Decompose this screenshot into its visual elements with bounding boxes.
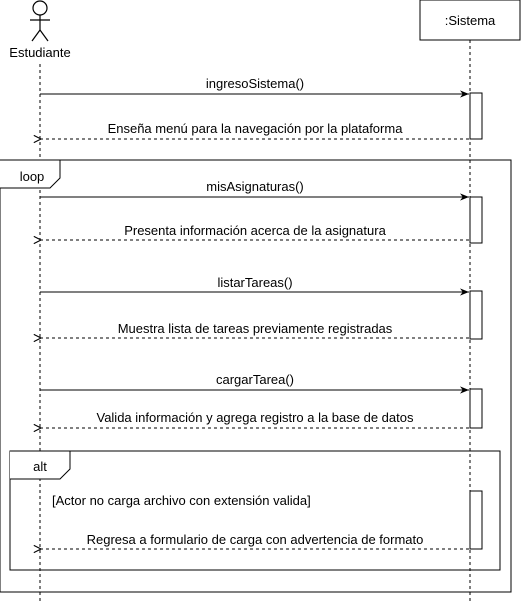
activation-bar (469, 196, 483, 244)
message-label: listarTareas() (217, 275, 292, 290)
loop-fragment (0, 159, 512, 593)
activation-bar (469, 388, 483, 429)
message-label: misAsignaturas() (206, 179, 304, 194)
message-label: cargarTarea() (216, 372, 294, 387)
return-label: Valida información y agrega registro a l… (96, 410, 414, 425)
alt-fragment (9, 450, 501, 571)
alt-fragment-tab (10, 450, 71, 480)
student-actor-icon (30, 0, 50, 42)
message-label: ingresoSistema() (206, 76, 304, 91)
alt-guard-text: [Actor no carga archivo con extensión va… (52, 493, 311, 508)
system-participant-box (419, 0, 521, 41)
return-label: Regresa a formulario de carga con advert… (87, 532, 424, 547)
return-label: Muestra lista de tareas previamente regi… (118, 321, 393, 336)
activation-bar (469, 490, 483, 550)
return-label: Presenta información acerca de la asigna… (124, 223, 386, 238)
return-label: Enseña menú para la navegación por la pl… (108, 121, 404, 136)
activation-bar (469, 290, 483, 340)
system-participant-label: :Sistema (445, 13, 496, 28)
loop-fragment-label: loop (20, 169, 45, 184)
activation-bar (469, 92, 483, 140)
student-actor-label: Estudiante (9, 45, 70, 60)
alt-fragment-label: alt (33, 459, 47, 474)
loop-fragment-tab (0, 159, 61, 189)
